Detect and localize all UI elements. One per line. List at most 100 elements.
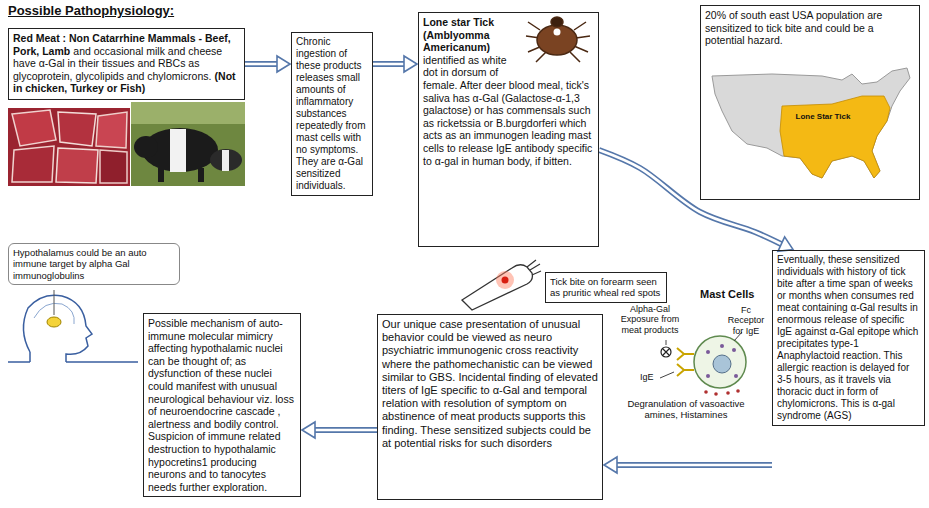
flow-arrow — [245, 56, 290, 72]
pig-white-band — [170, 129, 186, 172]
finger-lines — [527, 260, 541, 275]
mast-cell — [694, 336, 746, 388]
box-heading: Lone star Tick (Amblyomma Americanum) — [423, 16, 594, 54]
meat-chunk — [96, 112, 127, 148]
histamine-dot — [736, 389, 740, 393]
tick-head — [551, 17, 563, 27]
figure-label: Fc Receptor for IgE — [722, 305, 770, 336]
pig-leg — [158, 168, 164, 182]
arrow-head — [302, 422, 315, 438]
body-outline — [8, 352, 138, 362]
arrow-outline — [373, 61, 406, 67]
meat-chunk — [58, 112, 96, 146]
flow-arrow — [599, 150, 793, 251]
box-text: Eventually, these sensitized individuals… — [777, 254, 920, 422]
box-text: 20% of south east USA population are sen… — [705, 9, 915, 47]
meat-photo — [8, 108, 130, 186]
arrow-head — [604, 457, 617, 473]
tick-picture — [526, 17, 590, 62]
histamine-dot — [704, 390, 708, 394]
arrow-core — [373, 63, 406, 66]
meat-chunk — [12, 110, 56, 146]
figure-label: Degranulation of vasoactive amines, Hist… — [626, 399, 746, 421]
note-box: Hypothalamus could be an auto immune tar… — [8, 243, 180, 285]
box-text: Chronic ingestion of these products rele… — [296, 36, 368, 192]
head-outline — [23, 295, 92, 362]
forearm-picture — [462, 260, 541, 310]
arrow-core — [313, 429, 377, 432]
flow-arrow — [373, 56, 417, 72]
figure-label: Alpha-Gal Exposure from meat products — [610, 304, 690, 335]
process-box: Possible mechanism of auto-immune molecu… — [143, 313, 301, 497]
arrow-outline — [615, 462, 772, 468]
tick-range-region — [780, 96, 890, 178]
box-text: Our unique case presentation of unusual … — [382, 318, 598, 450]
map-label: Lone Star Tick — [786, 112, 860, 121]
histamine-dot — [726, 391, 730, 395]
grass-ground — [131, 102, 245, 186]
released-histamines — [704, 389, 740, 396]
figure-label: IgE — [640, 372, 662, 382]
leader-line — [666, 340, 667, 345]
bite-spot — [502, 277, 509, 284]
arrow-outline — [245, 61, 279, 67]
pig-photo — [131, 102, 245, 186]
usa-outline — [712, 68, 910, 178]
flow-arrow — [604, 457, 772, 473]
leader-line — [54, 290, 55, 315]
figure-title: Mast Cells — [700, 288, 770, 301]
process-box: Lone star Tick (Amblyomma Americanum)ide… — [418, 12, 599, 247]
arrow-outline — [599, 150, 783, 245]
arrow-core — [615, 464, 772, 467]
ige-receptors — [677, 348, 694, 376]
box-text: Hypothalamus could be an auto immune tar… — [13, 247, 175, 281]
box-text: Possible mechanism of auto-immune molecu… — [148, 317, 296, 493]
tick-legs — [526, 22, 590, 62]
tick-white-dot — [554, 29, 561, 36]
hypothalamus — [47, 317, 61, 327]
cell-nucleus — [713, 355, 731, 373]
meat-chunk — [12, 146, 54, 182]
background-field — [131, 102, 245, 124]
flow-arrow — [302, 422, 377, 438]
arrow-head — [404, 56, 417, 72]
antigen-cross — [663, 349, 669, 355]
tick-body — [537, 25, 577, 55]
bite-glow — [496, 271, 514, 289]
head-figure — [8, 290, 138, 362]
meat-chunk — [56, 148, 98, 183]
caption-box: Tick bite on forearm seen as pruritic wh… — [545, 272, 667, 303]
granule — [732, 348, 736, 352]
box-text: identified as white dot in dorsum of fem… — [423, 54, 594, 167]
picture-space — [518, 16, 594, 68]
pig-head — [134, 136, 158, 158]
pig-leg — [198, 168, 204, 182]
forearm-outline — [462, 265, 532, 310]
piglet-body — [210, 149, 242, 171]
arrow-core — [599, 150, 783, 245]
alpha-gal-antigen — [661, 347, 671, 357]
arrow-head — [277, 56, 290, 72]
meat-ground — [8, 108, 130, 186]
granule — [720, 344, 724, 348]
granule — [706, 374, 710, 378]
arrow-core — [245, 63, 279, 66]
leader-line — [660, 372, 674, 378]
diagram-title: Possible Pathophysiology: — [8, 3, 174, 18]
process-box: Our unique case presentation of unusual … — [377, 314, 603, 500]
mast-cell-picture — [660, 332, 746, 396]
box-text: Tick bite on forearm seen as pruritic wh… — [550, 276, 662, 299]
arrow-outline — [313, 427, 377, 433]
granule — [706, 350, 710, 354]
usa-map — [712, 68, 910, 178]
piglet-band — [222, 150, 229, 171]
process-box: Eventually, these sensitized individuals… — [772, 250, 925, 426]
process-box: Chronic ingestion of these products rele… — [291, 32, 373, 196]
meat-chunk — [100, 150, 127, 183]
granules — [706, 344, 738, 378]
process-box: Red Meat : Non Catarrhine Mammals - Beef… — [8, 28, 245, 100]
granule — [734, 374, 738, 378]
histamine-dot — [714, 392, 718, 396]
